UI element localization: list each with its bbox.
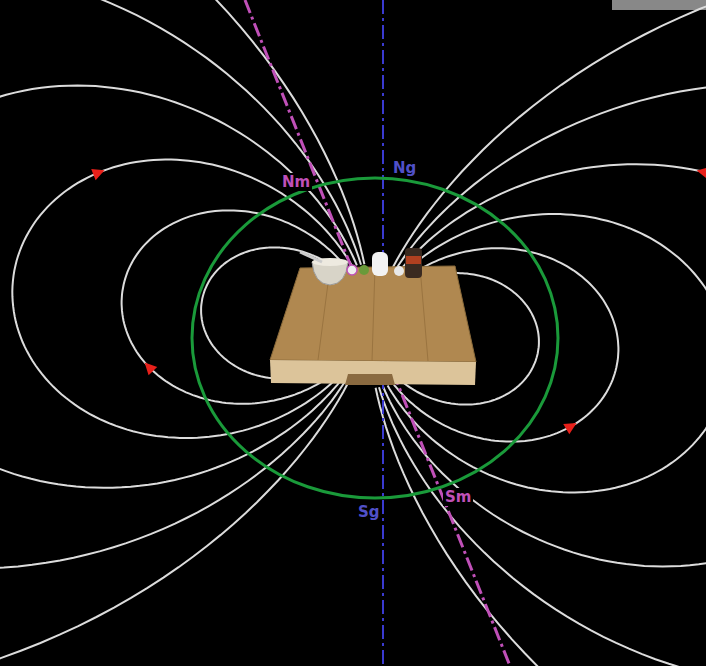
corner-bar: [612, 0, 706, 10]
earth-circle: [192, 178, 558, 498]
magnetic-axis: [245, 0, 510, 666]
field-arrow: [697, 167, 706, 179]
field-arrow: [563, 423, 576, 434]
kitchen-items: [300, 248, 422, 285]
field-arrow: [145, 362, 158, 375]
pole-label: Sm: [443, 488, 473, 506]
pole-label: Nm: [280, 173, 312, 191]
cutting-board: [270, 266, 476, 385]
pole-label: Ng: [391, 159, 418, 177]
field-arrows: [91, 167, 706, 434]
field-arrow: [91, 169, 104, 180]
field-line: [376, 0, 706, 666]
pole-label: Sg: [356, 503, 382, 521]
